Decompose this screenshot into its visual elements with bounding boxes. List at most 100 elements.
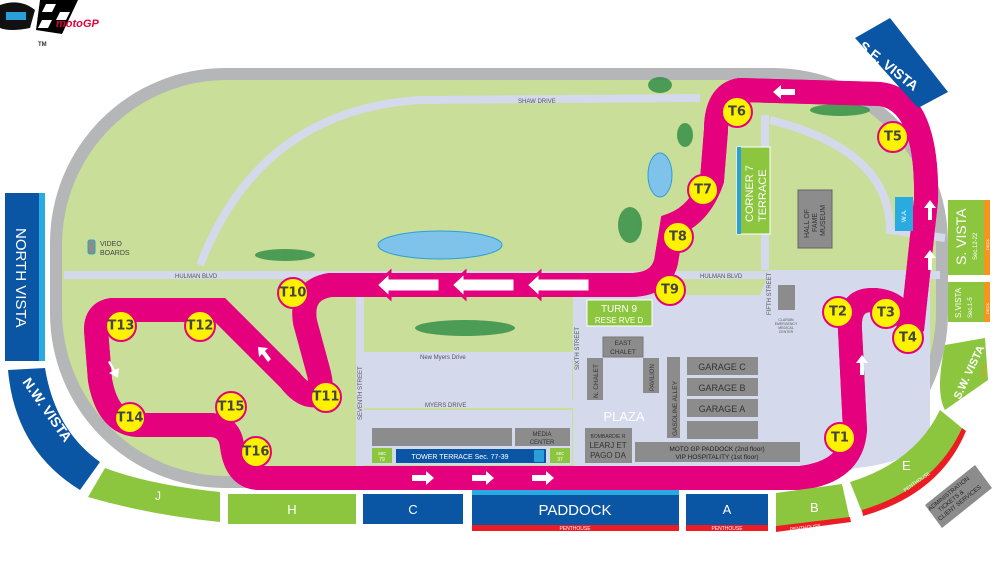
turn-circle: [822, 296, 854, 328]
trees: [255, 77, 870, 336]
svg-text:HALL OF: HALL OF: [804, 209, 811, 238]
turn-marker-t13: T13: [105, 310, 137, 342]
svg-text:PENTHOUSE: PENTHOUSE: [790, 523, 822, 533]
svg-text:N. CHALET: N. CHALET: [593, 364, 600, 398]
section-c[interactable]: [363, 494, 463, 524]
turn-marker-t11: T11: [310, 381, 342, 413]
svg-text:VIP HOSPITALITY (1st floor): VIP HOSPITALITY (1st floor): [675, 454, 758, 461]
section-h[interactable]: [228, 494, 356, 524]
svg-text:MEDICAL: MEDICAL: [778, 326, 794, 330]
turn-circle: [310, 381, 342, 413]
section-j[interactable]: [88, 468, 220, 522]
turn-marker-t8: T8: [662, 221, 694, 253]
turn-marker-t12: T12: [184, 310, 216, 342]
svg-text:MUSEUM: MUSEUM: [820, 205, 827, 236]
road-hulman-left: HULMAN BLVD: [175, 274, 218, 280]
svg-text:S.VISTA: S.VISTA: [954, 287, 963, 318]
svg-text:MEDIA: MEDIA: [532, 432, 551, 438]
turn-circle: [877, 121, 909, 153]
sec37: [550, 448, 570, 463]
svg-text:GARAGE C: GARAGE C: [698, 362, 746, 372]
svg-text:Sec.1-5: Sec.1-5: [968, 297, 974, 318]
turn-marker-t1: T1: [824, 422, 856, 454]
road-labels: SHAW DRIVE HULMAN BLVD HULMAN BLVD New M…: [175, 99, 773, 420]
svg-text:TOWER TERRACE Sec. 77-39: TOWER TERRACE Sec. 77-39: [412, 454, 509, 461]
myers-area: [362, 360, 572, 400]
section-b[interactable]: [776, 484, 850, 530]
video-board-icon: [87, 239, 96, 255]
corner7-terrace: [736, 146, 771, 235]
arrow-up-icon: [924, 250, 936, 270]
svg-text:CLARIAN: CLARIAN: [778, 318, 794, 322]
s-vista-sec-12-22[interactable]: [948, 200, 984, 275]
svg-text:PENTHOUSE: PENTHOUSE: [711, 526, 743, 532]
svg-text:C: C: [408, 502, 417, 517]
turn-label: T5: [884, 130, 902, 145]
se-vista[interactable]: [855, 18, 948, 108]
turn-marker-t2: T2: [822, 296, 854, 328]
arrow-up-icon: [924, 200, 936, 220]
svg-text:GASOLINE ALLEY: GASOLINE ALLEY: [672, 380, 679, 436]
section-paddock[interactable]: [472, 490, 679, 530]
garage-c: [687, 357, 758, 375]
buildings: VIDEO BOARDS CORNER 7 TERRACE HALL OF FA…: [87, 146, 913, 463]
s-vista-sec-1-5[interactable]: [948, 282, 984, 322]
arrow-right-icon: [412, 471, 434, 485]
turn-circle: [687, 174, 719, 206]
garage-a: [687, 399, 758, 417]
svg-text:RESE RVE D: RESE RVE D: [595, 316, 644, 325]
arrow-upleft-icon: [258, 347, 271, 362]
arrow-left-icon: [773, 85, 795, 99]
plaza-label: PLAZA: [603, 409, 645, 424]
turn-label: T12: [187, 319, 214, 334]
section-a[interactable]: [686, 494, 768, 530]
svg-text:PENTHOUSE: PENTHOUSE: [559, 526, 591, 532]
turn-label: T15: [218, 400, 245, 415]
turn-marker-t15: T15: [215, 391, 247, 423]
direction-arrows: [108, 85, 936, 485]
big-arrows: [373, 268, 592, 302]
svg-text:E: E: [902, 458, 911, 473]
svg-text:EMERGENCY: EMERGENCY: [775, 322, 798, 326]
arrow-right-icon: [472, 471, 494, 485]
svg-text:DECK: DECK: [980, 363, 988, 378]
svg-text:PAGO DA: PAGO DA: [590, 451, 627, 460]
sw-vista[interactable]: [940, 338, 988, 410]
turn-circle: [105, 310, 137, 342]
svg-text:DECK: DECK: [985, 303, 990, 314]
gasoline-alley: [667, 357, 680, 438]
svg-text:CORNER 7: CORNER 7: [744, 165, 756, 222]
hall-of-fame-museum: [797, 189, 833, 249]
north-vista[interactable]: [5, 193, 45, 361]
turn-marker-t16: T16: [240, 436, 272, 468]
arrow-right-icon: [532, 471, 554, 485]
svg-text:GARAGE A: GARAGE A: [699, 404, 746, 414]
logo-tm: TM: [38, 42, 47, 48]
road-myers: MYERS DRIVE: [425, 403, 466, 409]
road-fifth: FIFTH STREET: [767, 272, 773, 315]
turn-circle: [114, 402, 146, 434]
video-boards-label: BOARDS: [100, 250, 130, 257]
svg-text:sec: sec: [556, 451, 564, 457]
turn-marker-t6: T6: [721, 96, 753, 128]
bombardier-learjet-pagoda: [585, 428, 632, 463]
nw-vista[interactable]: [8, 368, 100, 490]
turn-marker-t10: T10: [277, 277, 309, 309]
section-e[interactable]: [850, 410, 962, 512]
turn-circle: [184, 310, 216, 342]
administration-building[interactable]: [925, 465, 992, 528]
svg-text:CENTER: CENTER: [530, 440, 555, 446]
turn-label: T11: [313, 390, 340, 405]
section-b-label: B: [810, 500, 819, 515]
turn-label: T6: [728, 105, 746, 120]
svg-text:TERRACE: TERRACE: [757, 169, 769, 222]
sec79: [372, 448, 392, 463]
svg-text:79: 79: [379, 457, 385, 463]
svg-text:PADDOCK: PADDOCK: [538, 502, 611, 519]
turn-circle: [215, 391, 247, 423]
svg-text:J: J: [155, 489, 161, 503]
svg-text:FAME: FAME: [812, 213, 819, 232]
motogp-paddock-building: [635, 442, 800, 462]
